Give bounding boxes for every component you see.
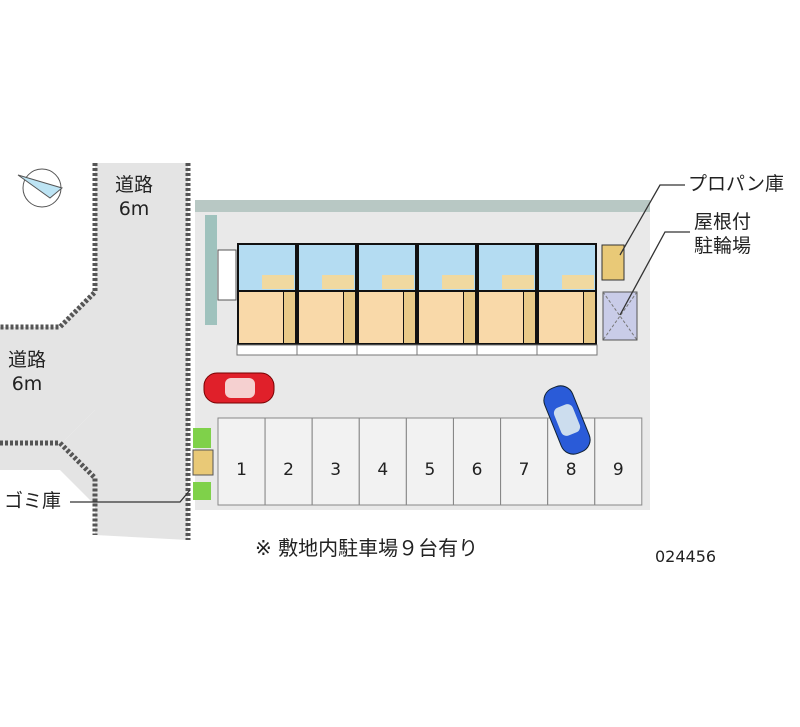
propane-label: プロパン庫 [688,173,784,195]
parking-space [217,417,266,506]
parking-number: 7 [518,460,530,480]
apartment-unit [416,243,478,356]
parking-space [405,417,454,506]
garbage-label: ゴミ庫 [4,490,62,512]
bicycle-label: 屋根付駐輪場 [694,210,751,258]
road-width: 6m [11,373,43,395]
apartment-unit [356,243,418,356]
parking-space [453,417,501,506]
parking-number: 8 [565,460,577,480]
parking-space [264,417,313,506]
garbage-storage [192,449,214,476]
compass-icon [17,168,64,208]
road-left [0,292,95,445]
road-name: 道路 [115,174,154,196]
propane-storage [601,244,625,281]
road-name: 道路 [8,349,47,371]
parking-number: 3 [330,460,342,480]
parking-number: 5 [424,460,436,480]
parking-space [500,417,549,506]
property-code: 024456 [655,547,717,566]
parking-number: 2 [283,460,294,480]
bicycle-line1: 屋根付 [694,211,752,233]
parking-space [311,417,360,506]
parking-note: ※ 敷地内駐車場９台有り [255,536,479,560]
apartment-unit [536,243,598,356]
parking-number: 1 [236,460,247,480]
parking-number: 4 [377,460,389,480]
road-width: 6m [118,198,150,220]
bicycle-parking [602,291,638,341]
apartment-unit [296,243,358,356]
parking-number: 9 [612,460,624,480]
parking-number: 6 [471,460,483,480]
bicycle-line2: 駐輪場 [694,235,752,257]
blue-car [543,385,591,455]
apartment-unit [236,243,298,356]
red-car [203,372,275,404]
apartment-unit [476,243,538,356]
parking-space [594,417,643,506]
